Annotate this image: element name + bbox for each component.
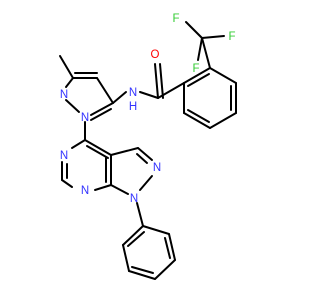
atom-H-amide: H (129, 101, 137, 113)
atom-N-pyrazole-b: N (81, 112, 89, 124)
atom-N-amide: N (129, 87, 137, 99)
atom-N-pyrimidine-2: N (81, 185, 89, 197)
atom-N-pyrazole-a: N (60, 89, 68, 101)
atom-O: O (151, 49, 160, 61)
atom-F3: F (192, 63, 199, 75)
molecule-structure: F F F O N H N N N N N N (0, 0, 300, 300)
atom-F1: F (172, 13, 179, 25)
atom-label-layer: F F F O N H N N N N N N (60, 13, 236, 205)
bond-layer (59, 21, 237, 280)
background (0, 0, 300, 300)
atom-F2: F (228, 31, 235, 43)
atom-N-pyrimidine-1: N (60, 150, 68, 162)
atom-N-pyrazolo-1: N (153, 162, 161, 174)
atom-N-pyrazolo-2: N (130, 193, 138, 205)
